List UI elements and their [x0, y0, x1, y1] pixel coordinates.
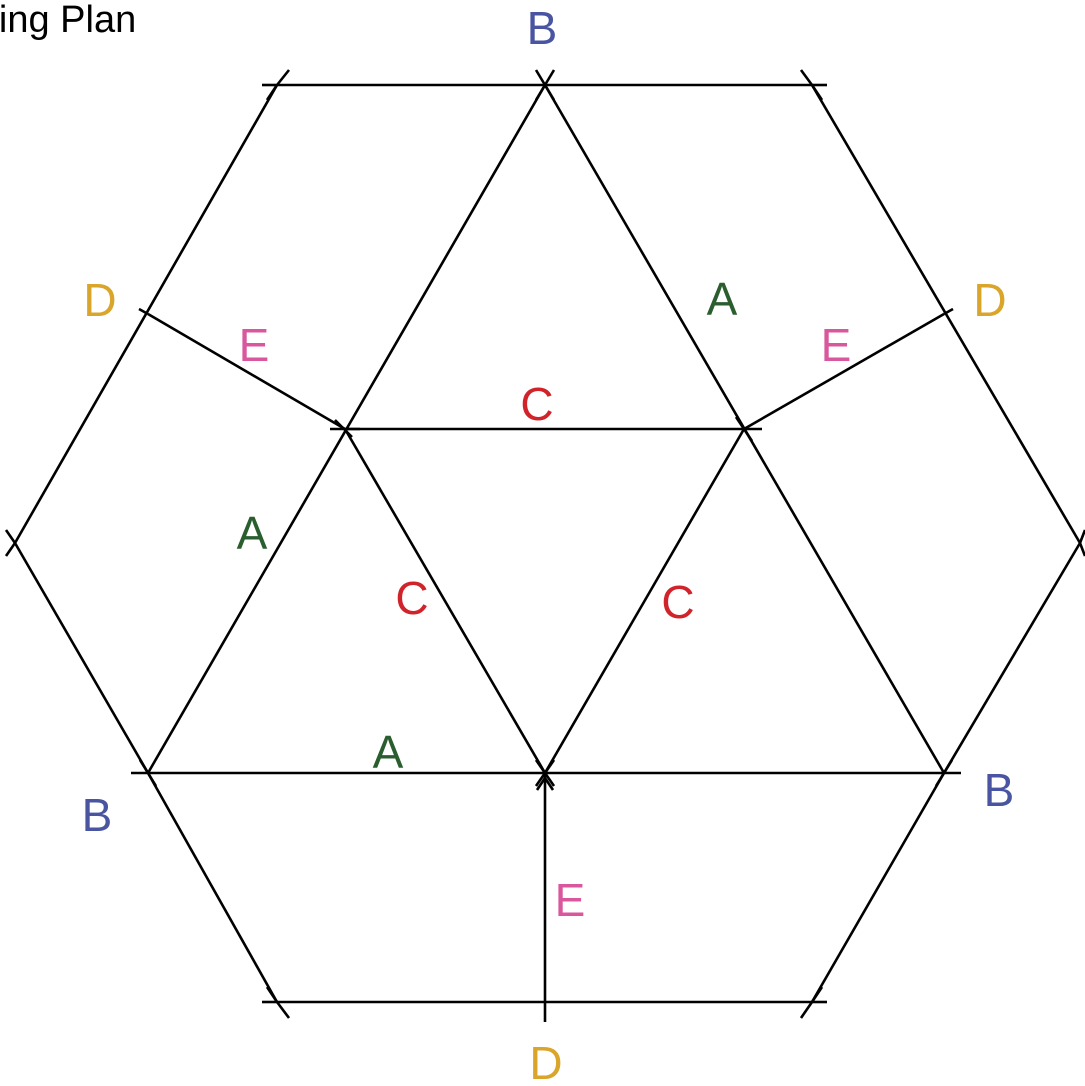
vertex-tick: [4, 542, 17, 557]
vertex-tick: [265, 84, 279, 101]
edge-label-b-top: B: [527, 2, 558, 54]
edge-label-e-left: E: [239, 319, 270, 371]
vertex-tick: [810, 986, 824, 1003]
edge-label-e-right: E: [821, 319, 852, 371]
edge-label-d-right: D: [973, 274, 1006, 326]
vertex-tick: [799, 1001, 814, 1019]
edge-label-a-left: A: [237, 507, 268, 559]
vertex-tick: [1078, 542, 1085, 557]
vertex-tick: [275, 1001, 291, 1019]
edge-label-a-top-right: A: [707, 273, 738, 325]
vertex-tick: [534, 759, 556, 787]
edge-lines: [13, 83, 1082, 1004]
vertex-tick: [943, 307, 954, 316]
edge-line: [343, 428, 547, 774]
vertex-tick: [4, 529, 17, 544]
edge-label-c-right: C: [661, 576, 694, 628]
edge-label-e-bottom: E: [555, 874, 586, 926]
vertex-tick: [1078, 529, 1085, 544]
vertex-tick: [810, 84, 824, 101]
edge-label-b-bottom-left: B: [82, 789, 113, 841]
edge-line: [13, 542, 150, 774]
vertex-tick: [543, 777, 555, 791]
vertex-tick: [265, 986, 279, 1003]
vertex-tick: [799, 69, 814, 86]
edge-label-a-bottom: A: [373, 726, 404, 778]
edge-line: [147, 312, 346, 431]
vertex-tick: [934, 759, 954, 787]
vertex-ticks: [4, 69, 1085, 1022]
vertex-tick: [275, 69, 291, 86]
vertex-tick: [138, 307, 149, 316]
edge-line: [743, 312, 945, 431]
edge-line: [146, 772, 279, 1003]
edge-label-c-left: C: [395, 572, 428, 624]
diagram-title: iling Plan: [0, 0, 137, 41]
edge-label-d-left: D: [83, 274, 116, 326]
edge-label-c-top: C: [520, 378, 553, 430]
vertex-tick: [534, 69, 556, 101]
edge-line: [942, 542, 1082, 774]
edge-label-d-bottom: D: [529, 1037, 562, 1086]
edge-label-b-bottom-right: B: [984, 764, 1015, 816]
edge-line: [543, 428, 746, 774]
vertex-tick: [535, 777, 547, 791]
vertex-tick: [138, 759, 158, 787]
edge-labels: B B B D D D A A A C C C E E E: [82, 2, 1015, 1086]
edge-line: [810, 772, 946, 1003]
vertex-tick: [734, 416, 754, 442]
